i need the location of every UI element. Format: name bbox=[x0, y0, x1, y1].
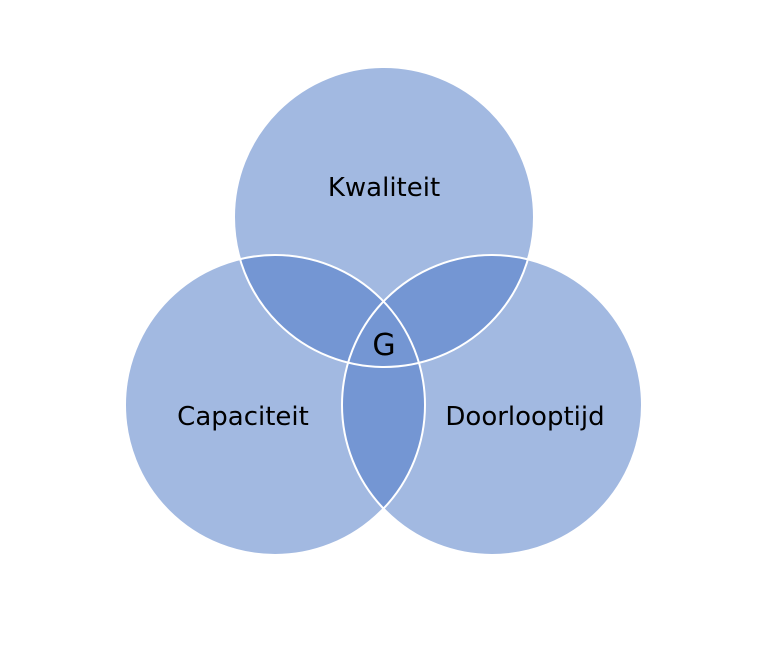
outline-doorlooptijd bbox=[341, 254, 643, 556]
outline-capaciteit bbox=[124, 254, 426, 556]
label-kwaliteit: Kwaliteit bbox=[328, 173, 440, 203]
outline-kwaliteit bbox=[233, 66, 535, 368]
overlap-kwaliteit-capaciteit bbox=[234, 255, 425, 367]
overlap-kwaliteit-doorlooptijd bbox=[342, 255, 534, 367]
label-capaciteit: Capaciteit bbox=[177, 402, 309, 432]
label-doorlooptijd: Doorlooptijd bbox=[445, 402, 604, 432]
label-center: G bbox=[372, 328, 395, 363]
